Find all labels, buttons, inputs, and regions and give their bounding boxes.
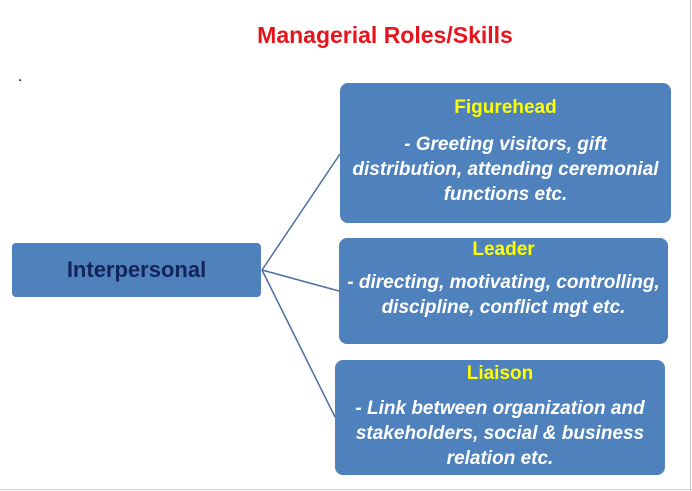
role-title: Liaison: [466, 363, 534, 384]
connector-leader: [261, 269, 340, 292]
role-description: - directing, motivating, controlling, di…: [347, 272, 660, 318]
connector-liaison: [261, 269, 336, 418]
role-description: - Link between organization and stakehol…: [355, 398, 645, 469]
role-description: - Greeting visitors, gift distribution, …: [352, 134, 659, 205]
role-title: Figurehead: [454, 97, 557, 118]
stray-dot: .: [18, 68, 23, 85]
role-node-figurehead: Figurehead - Greeting visitors, gift dis…: [340, 83, 671, 223]
diagram-title: Managerial Roles/Skills: [257, 22, 513, 48]
root-node-interpersonal: Interpersonal: [12, 243, 261, 297]
frame-bottom-border: [0, 489, 692, 490]
root-node-label: Interpersonal: [66, 257, 207, 282]
connector-figurehead: [261, 153, 341, 271]
role-title: Leader: [472, 239, 535, 260]
role-node-leader: Leader - directing, motivating, controll…: [339, 238, 668, 344]
role-node-liaison: Liaison - Link between organization and …: [335, 360, 665, 475]
frame-right-border: [690, 0, 691, 491]
